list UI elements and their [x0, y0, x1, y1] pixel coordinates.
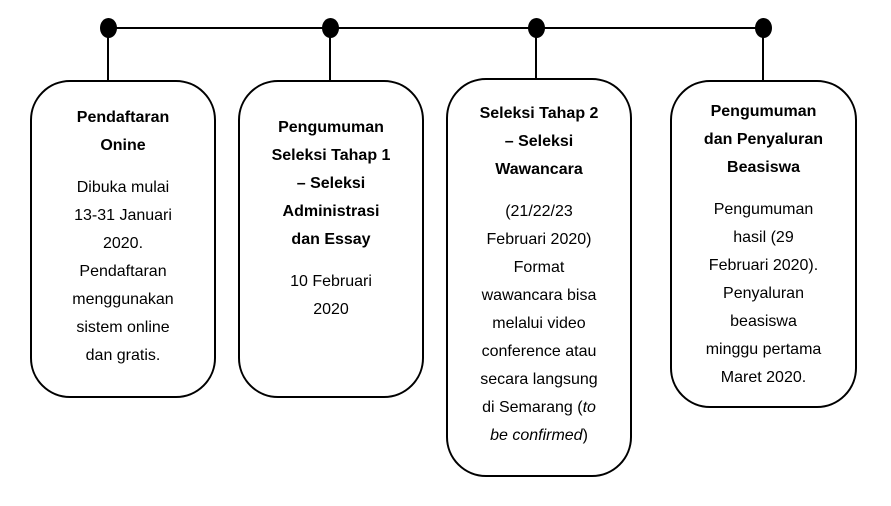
- connector-line-4: [762, 28, 764, 80]
- stage-body: 10 Februari 2020: [290, 273, 372, 318]
- connector-line-2: [329, 28, 331, 80]
- stage-box-selection-2: Seleksi Tahap 2 – Seleksi Wawancara (21/…: [446, 78, 632, 477]
- stage-body: Dibuka mulai 13-31 Januari 2020. Pendaft…: [72, 179, 174, 364]
- connector-line-3: [535, 28, 537, 78]
- stage-box-announcement: Pengumuman dan Penyaluran Beasiswa Pengu…: [670, 80, 857, 408]
- stage-body-italic-text: to be confirmed: [490, 399, 596, 444]
- stage-title: Pengumuman dan Penyaluran Beasiswa: [703, 103, 824, 176]
- stage-title: Seleksi Tahap 2 – Seleksi Wawancara: [479, 105, 599, 178]
- stage-box-selection-1: Pengumuman Seleksi Tahap 1 – Seleksi Adm…: [238, 80, 424, 398]
- stage-body: Pengumuman hasil (29 Februari 2020). Pen…: [705, 201, 822, 386]
- stage-body: (21/22/23 Februari 2020) Format wawancar…: [460, 198, 618, 450]
- stage-title: Pengumuman Seleksi Tahap 1 – Seleksi Adm…: [271, 119, 391, 248]
- connector-line-1: [107, 28, 109, 80]
- stage-body-text: ): [582, 427, 588, 444]
- stage-title: Pendaftaran Onine: [76, 109, 170, 154]
- timeline-line: [108, 27, 763, 29]
- stage-box-registration: Pendaftaran Onine Dibuka mulai 13-31 Jan…: [30, 80, 216, 398]
- stage-body-text: (21/22/23 Februari 2020) Format wawancar…: [480, 203, 598, 416]
